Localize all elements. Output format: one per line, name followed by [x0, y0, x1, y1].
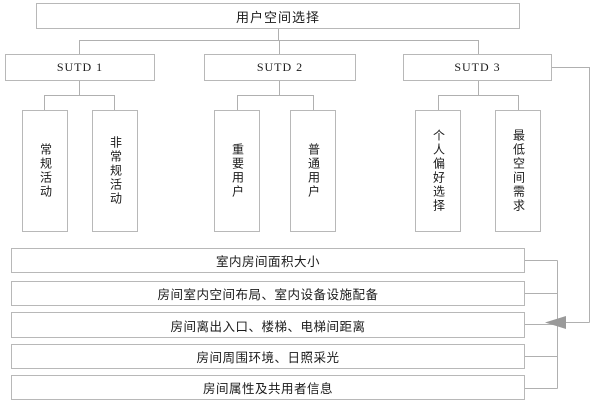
- node-minimum-space-demand[interactable]: 最低空间需求: [495, 110, 541, 232]
- node-root-label: 用户空间选择: [235, 9, 320, 25]
- node-attribute-room-property-sharers[interactable]: 房间属性及共用者信息: [11, 375, 525, 400]
- node-sutd-1[interactable]: SUTD 1: [5, 54, 155, 81]
- node-sutd-3[interactable]: SUTD 3: [403, 54, 552, 81]
- node-ordinary-user[interactable]: 普通用户: [290, 110, 336, 232]
- node-sutd-3-label: SUTD 3: [454, 60, 501, 74]
- node-sutd-2[interactable]: SUTD 2: [204, 54, 356, 81]
- node-attribute-room-property-sharers-label: 房间属性及共用者信息: [202, 382, 333, 396]
- node-attribute-surroundings-daylight[interactable]: 房间周围环境、日照采光: [11, 344, 525, 369]
- node-attribute-distance-entrance[interactable]: 房间离出入口、楼梯、电梯间距离: [11, 312, 525, 338]
- node-personal-preference[interactable]: 个人偏好选择: [415, 110, 461, 232]
- node-irregular-activity[interactable]: 非常规活动: [92, 110, 138, 232]
- node-attribute-layout-equipment-label: 房间室内空间布局、室内设备设施配备: [157, 288, 379, 302]
- feedback-arrowhead: [545, 316, 566, 329]
- node-attribute-room-area-label: 室内房间面积大小: [215, 255, 320, 269]
- node-important-user-label: 重要用户: [230, 143, 245, 199]
- node-ordinary-user-label: 普通用户: [306, 143, 321, 199]
- node-irregular-activity-label: 非常规活动: [108, 136, 123, 206]
- node-sutd-2-label: SUTD 2: [256, 60, 304, 74]
- node-regular-activity-label: 常规活动: [38, 143, 53, 199]
- node-attribute-surroundings-daylight-label: 房间周围环境、日照采光: [196, 351, 340, 365]
- node-root-user-space-selection[interactable]: 用户空间选择: [36, 3, 520, 29]
- node-personal-preference-label: 个人偏好选择: [431, 129, 446, 213]
- node-important-user[interactable]: 重要用户: [214, 110, 260, 232]
- node-attribute-room-area[interactable]: 室内房间面积大小: [11, 248, 525, 273]
- node-attribute-layout-equipment[interactable]: 房间室内空间布局、室内设备设施配备: [11, 281, 525, 306]
- node-regular-activity[interactable]: 常规活动: [22, 110, 68, 232]
- node-sutd-1-label: SUTD 1: [56, 60, 104, 74]
- node-minimum-space-demand-label: 最低空间需求: [511, 129, 526, 213]
- node-attribute-distance-entrance-label: 房间离出入口、楼梯、电梯间距离: [170, 319, 366, 334]
